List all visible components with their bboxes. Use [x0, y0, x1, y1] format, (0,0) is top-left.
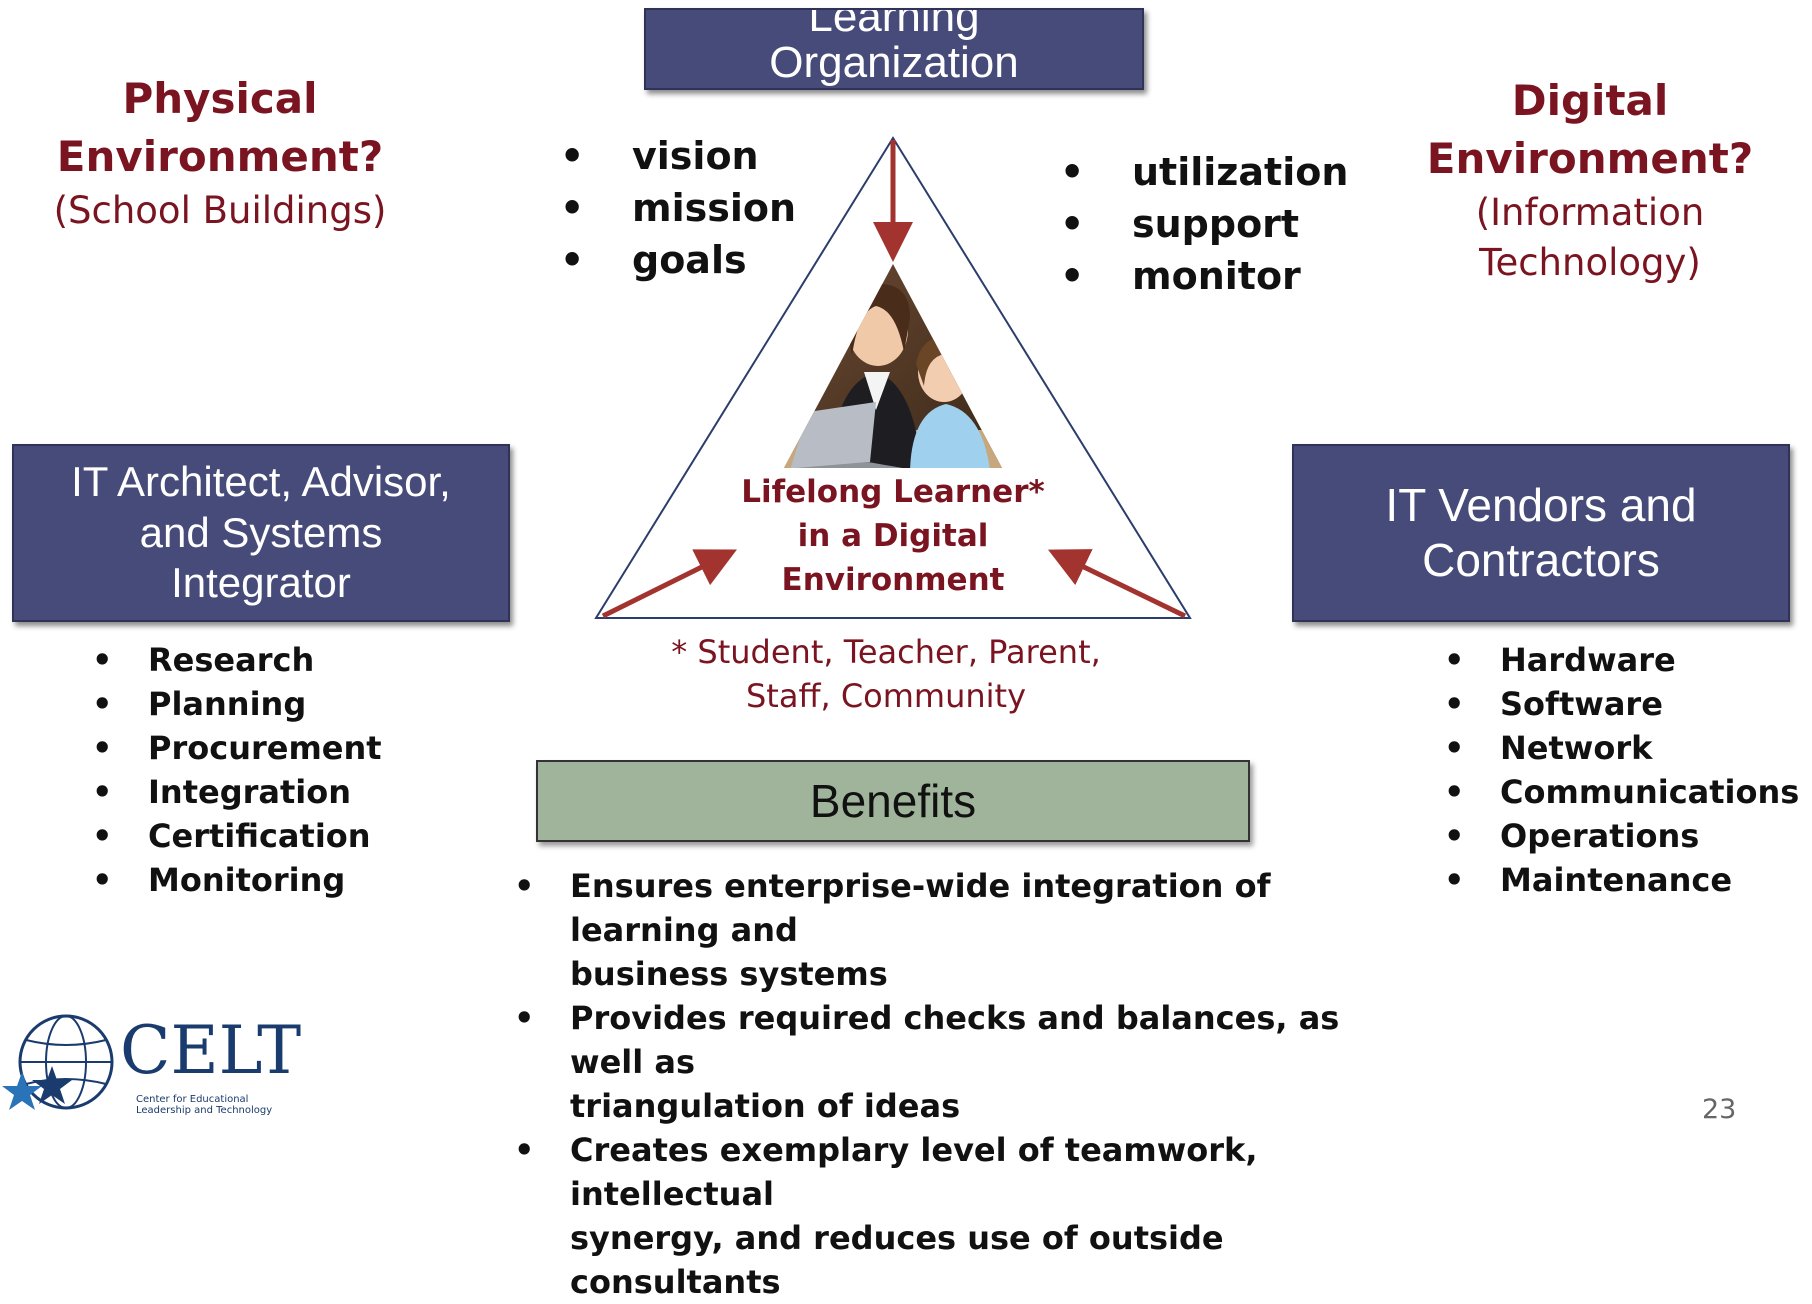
- vision-bullet-list: vision mission goals: [560, 130, 796, 286]
- it-vendors-line1: IT Vendors and: [1385, 478, 1697, 531]
- celt-logo: CELT Center for Educational Leadership a…: [0, 1010, 302, 1121]
- list-item: Planning: [92, 682, 382, 726]
- triangle-diagram: [594, 136, 1192, 619]
- list-item: Hardware: [1444, 638, 1799, 682]
- list-item: Software: [1444, 682, 1799, 726]
- learner-footnote: * Student, Teacher, Parent, Staff, Commu…: [626, 630, 1146, 718]
- center-label-line2: in a Digital: [797, 518, 989, 554]
- it-architect-line3: Integrator: [171, 559, 351, 607]
- benefit-2-line2: triangulation of ideas: [570, 1087, 961, 1125]
- list-item: Creates exemplary level of teamwork, int…: [514, 1128, 1414, 1304]
- learner-photo: [784, 264, 1002, 468]
- digital-environment-heading: Digital Environment? (Information Techno…: [1360, 72, 1812, 288]
- benefit-2-line1: Provides required checks and balances, a…: [570, 999, 1340, 1081]
- list-item: vision: [560, 130, 796, 182]
- list-item: Research: [92, 638, 382, 682]
- page-number: 23: [1702, 1094, 1737, 1125]
- vendors-bullet-list: Hardware Software Network Communications…: [1444, 638, 1799, 902]
- lifelong-learner-label: Lifelong Learner* in a Digital Environme…: [733, 470, 1053, 602]
- utilization-bullet-list: utilization support monitor: [1060, 146, 1348, 302]
- celt-tagline: Center for Educational Leadership and Te…: [136, 1094, 272, 1116]
- list-item: Operations: [1444, 814, 1799, 858]
- it-architect-line1: IT Architect, Advisor,: [71, 458, 451, 506]
- it-vendors-line2: Contractors: [1422, 534, 1660, 586]
- list-item: utilization: [1060, 146, 1348, 198]
- triangle-outline: [594, 136, 1192, 619]
- list-item: Procurement: [92, 726, 382, 770]
- benefit-3-line2: synergy, and reduces use of outside cons…: [570, 1219, 1224, 1301]
- digital-title-line1: Digital: [1511, 76, 1669, 125]
- center-label-line3: Environment: [781, 562, 1005, 598]
- learning-organization-label: Learning Organization: [769, 8, 1019, 87]
- benefit-3-line1: Creates exemplary level of teamwork, int…: [570, 1131, 1258, 1213]
- celt-tagline-line1: Center for Educational: [136, 1094, 249, 1105]
- list-item: Network: [1444, 726, 1799, 770]
- arrow-up-right: [601, 549, 737, 619]
- physical-title-line2: Environment?: [56, 132, 384, 181]
- celt-tagline-line2: Leadership and Technology: [136, 1105, 273, 1116]
- architect-bullet-list: Research Planning Procurement Integratio…: [92, 638, 382, 902]
- footnote-line1: * Student, Teacher, Parent,: [671, 633, 1101, 671]
- benefit-1-line1: Ensures enterprise-wide integration of l…: [570, 867, 1271, 949]
- globe-stars-icon: [2, 1014, 114, 1110]
- list-item: Maintenance: [1444, 858, 1799, 902]
- benefit-1-line2: business systems: [570, 955, 888, 993]
- it-vendors-box: IT Vendors and Contractors: [1292, 444, 1790, 622]
- physical-title-line1: Physical: [122, 74, 318, 123]
- list-item: Integration: [92, 770, 382, 814]
- physical-subtitle: (School Buildings): [53, 189, 387, 232]
- list-item: Monitoring: [92, 858, 382, 902]
- it-architect-line2: and Systems: [139, 508, 383, 556]
- it-architect-box: IT Architect, Advisor, and Systems Integ…: [12, 444, 510, 622]
- arrow-up-left: [1048, 549, 1187, 619]
- list-item: mission: [560, 182, 796, 234]
- list-item: Certification: [92, 814, 382, 858]
- digital-title-line2: Environment?: [1426, 134, 1754, 183]
- list-item: goals: [560, 234, 796, 286]
- center-label-line1: Lifelong Learner*: [741, 474, 1045, 510]
- list-item: Ensures enterprise-wide integration of l…: [514, 864, 1414, 996]
- footnote-line2: Staff, Community: [745, 677, 1027, 715]
- digital-subtitle: (Information Technology): [1475, 191, 1705, 284]
- benefits-label: Benefits: [809, 775, 977, 827]
- benefits-bullet-list: Ensures enterprise-wide integration of l…: [514, 864, 1414, 1304]
- list-item: support: [1060, 198, 1348, 250]
- list-item: Provides required checks and balances, a…: [514, 996, 1414, 1128]
- list-item: Communications: [1444, 770, 1799, 814]
- benefits-box: Benefits: [536, 760, 1250, 842]
- physical-environment-heading: Physical Environment? (School Buildings): [40, 70, 400, 236]
- celt-wordmark: CELT: [120, 1012, 302, 1089]
- learning-organization-box: Learning Organization: [644, 8, 1144, 90]
- list-item: monitor: [1060, 250, 1348, 302]
